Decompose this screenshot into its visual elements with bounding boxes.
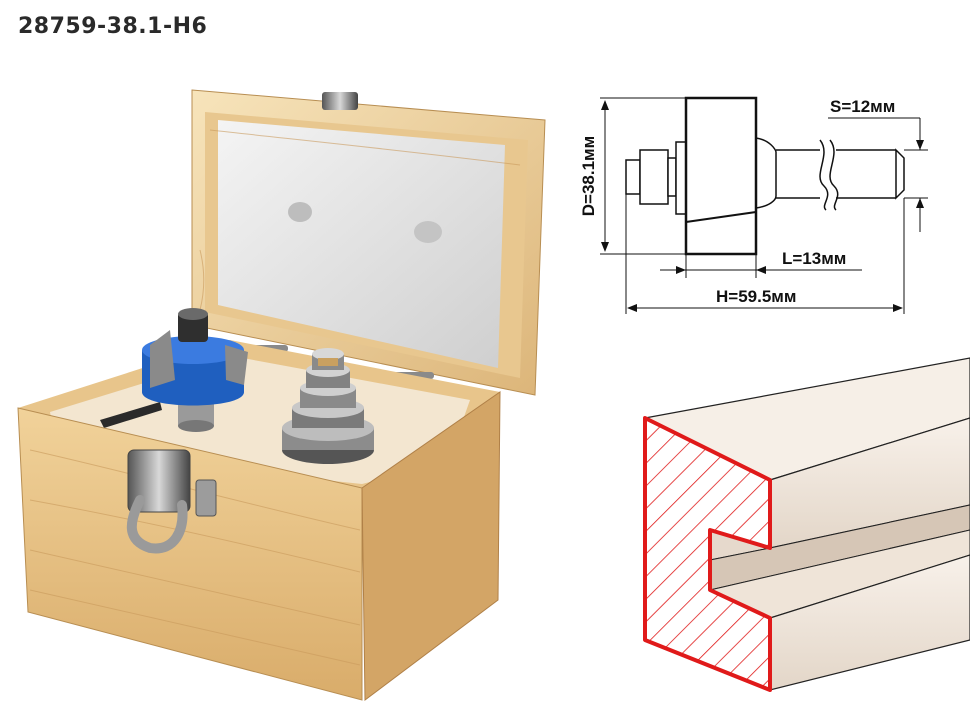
dim-l-label: L=13мм — [782, 249, 846, 268]
dim-h-label: H=59.5мм — [716, 287, 796, 306]
profile-board-illustration — [643, 357, 970, 692]
dim-d-label: D=38.1мм — [579, 136, 598, 216]
dimension-drawing — [600, 96, 928, 314]
bearing-set-photo — [282, 348, 374, 464]
product-code: 28759-38.1-H6 — [18, 14, 208, 39]
router-cutter-photo — [142, 308, 248, 432]
wooden-box-photo — [17, 89, 546, 701]
latch-icon — [126, 449, 217, 554]
dim-s-label: S=12мм — [830, 97, 895, 116]
